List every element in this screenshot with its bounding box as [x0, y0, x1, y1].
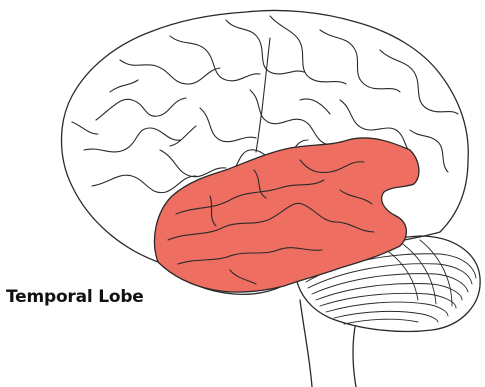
temporal-lobe-label: Temporal Lobe	[6, 287, 144, 307]
